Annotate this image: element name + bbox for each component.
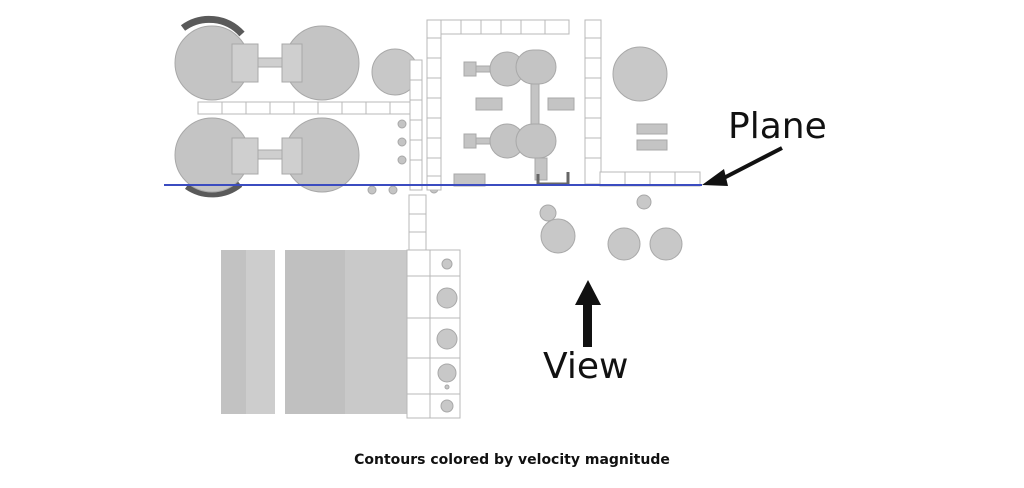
tank-group: [174, 15, 419, 198]
segmented-column: [584, 19, 602, 185]
tank-connector: [231, 137, 259, 175]
tank-connector: [281, 137, 303, 175]
segmented-strip: [197, 101, 411, 115]
plane-label: Plane: [728, 106, 827, 147]
tank-connector: [231, 43, 259, 83]
figure-caption: Contours colored by velocity magnitude: [354, 452, 670, 468]
segmented-row: [599, 171, 701, 187]
view-arrow: [575, 280, 601, 347]
large-block-shade: [345, 250, 407, 414]
small-block: [636, 123, 668, 135]
segmented-column: [408, 194, 427, 251]
tank-rim: [184, 181, 243, 198]
view-label: View: [543, 346, 629, 387]
circular-structures: [539, 194, 683, 261]
segmented-row: [440, 19, 570, 35]
cell-circles: [436, 258, 458, 413]
plane-arrow: [702, 146, 783, 186]
segmented-column: [426, 19, 442, 191]
tank-pipe: [257, 57, 283, 68]
large-block-shade: [246, 250, 275, 414]
process-unit: [463, 49, 575, 181]
segmented-column: [409, 59, 423, 191]
round-tank: [612, 46, 668, 102]
tank-connector: [281, 43, 303, 83]
tank-rim: [180, 15, 245, 37]
tank-pipe: [257, 149, 283, 160]
small-block: [636, 139, 668, 151]
